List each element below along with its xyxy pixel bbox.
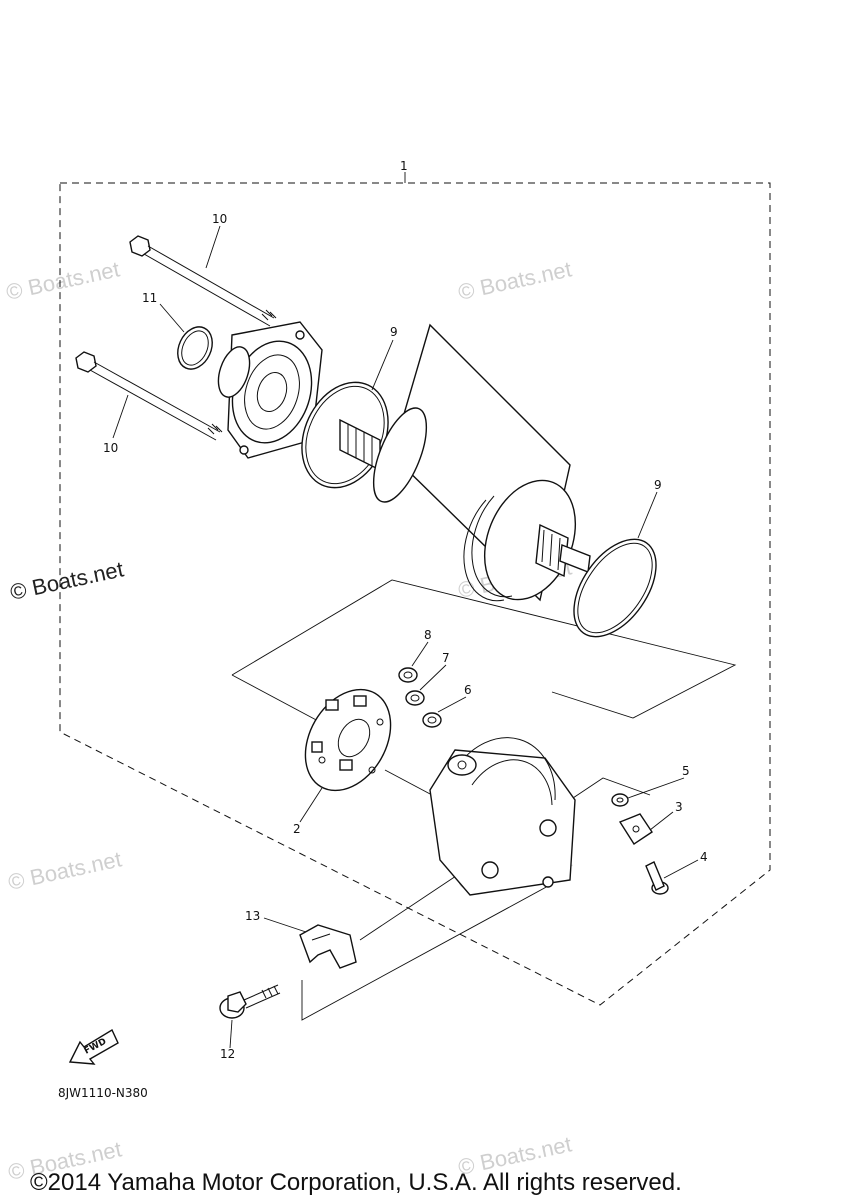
- copyright-text: ©2014 Yamaha Motor Corporation, U.S.A. A…: [30, 1169, 682, 1196]
- through-bolt-upper: [129, 235, 277, 327]
- assembly-boundary: [59, 182, 771, 1006]
- screw: [645, 861, 669, 895]
- through-bolt-lower: [75, 351, 223, 441]
- alignment-line: [359, 777, 651, 941]
- callout-5: 5: [682, 764, 690, 778]
- clip-nut: [618, 813, 653, 845]
- callout-2: 2: [293, 822, 301, 836]
- nut: [398, 667, 418, 683]
- callout-4: 4: [700, 850, 708, 864]
- watermark: © Boats.net: [456, 256, 574, 304]
- o-ring-small: [177, 326, 213, 370]
- fwd-arrow-icon: FWD: [68, 1028, 119, 1065]
- rear-cover: [429, 737, 576, 896]
- alignment-line: [384, 769, 433, 796]
- alignment-line: [301, 884, 551, 1021]
- small-washer: [611, 793, 629, 807]
- brush-plate: [304, 688, 392, 792]
- callout-9: 9: [654, 478, 662, 492]
- watermark: © Boats.net: [6, 846, 124, 894]
- diagram-code: 8JW1110-N380: [58, 1086, 148, 1100]
- callout-6: 6: [464, 683, 472, 697]
- flange-bolt: [219, 984, 281, 1019]
- washer-lower: [422, 712, 442, 728]
- watermark-strong: © Boats.net: [8, 556, 126, 604]
- washer-upper: [405, 690, 425, 706]
- motor-yoke: [339, 323, 591, 602]
- callout-10: 10: [103, 441, 118, 455]
- callout-13: 13: [245, 909, 260, 923]
- callout-10: 10: [212, 212, 227, 226]
- callout-3: 3: [675, 800, 683, 814]
- callout-leaders: [112, 225, 699, 1049]
- front-cover: [217, 321, 323, 459]
- callouts: 1 10 11 10 9 9 8 7 6 5 3 4 2 13 12: [103, 159, 708, 1061]
- alignment-line: [231, 674, 321, 723]
- callout-12: 12: [220, 1047, 235, 1061]
- watermark: © Boats.net: [4, 256, 122, 304]
- callout-11: 11: [142, 291, 157, 305]
- callout-7: 7: [442, 651, 450, 665]
- o-ring-large-rear: [573, 538, 657, 638]
- alignment-line: [231, 579, 737, 719]
- callout-1: 1: [400, 159, 408, 173]
- callout-9: 9: [390, 325, 398, 339]
- callout-8: 8: [424, 628, 432, 642]
- bracket: [299, 924, 357, 969]
